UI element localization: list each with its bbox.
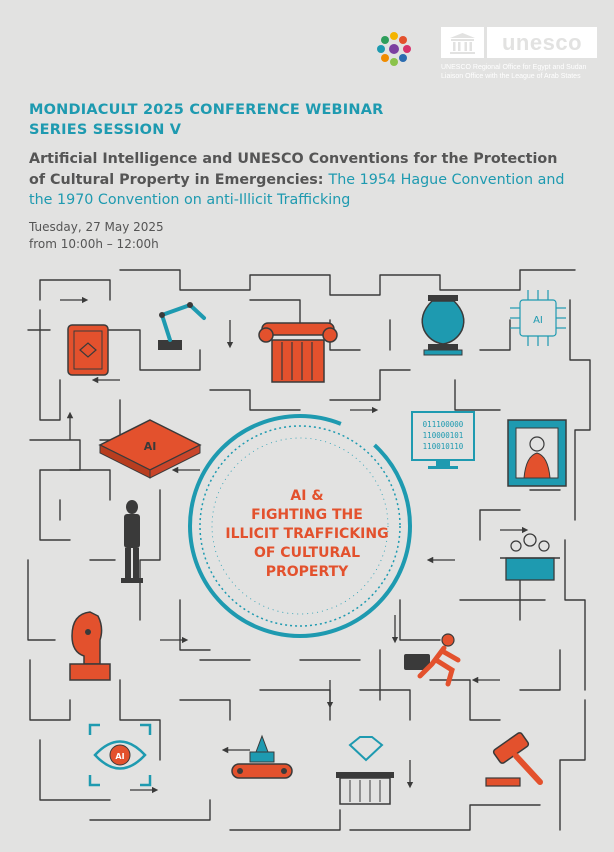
- maze-illustration: AI AI 011100000 110000101 110010110: [27, 269, 591, 831]
- running-thief-icon: [404, 633, 461, 687]
- series-line-1: MONDIACULT 2025 CONFERENCE WEBINAR: [29, 102, 384, 118]
- robot-arm-icon: [158, 302, 206, 350]
- conveyor-artifact-icon: [231, 734, 293, 779]
- event-datetime: Tuesday, 27 May 2025 from 10:00h – 12:00…: [29, 219, 164, 253]
- series-line-2: SERIES SESSION V: [29, 122, 182, 138]
- ancient-vase-icon: [421, 295, 465, 356]
- central-circle: [188, 414, 412, 638]
- series-heading: MONDIACULT 2025 CONFERENCE WEBINAR SERIE…: [29, 100, 429, 140]
- theme-line-3: ILLICIT TRAFFICKING: [225, 526, 389, 542]
- binary-line-2: 110000101: [423, 431, 464, 440]
- title-part-2: The 1954 Hague Convention and the 1970 C…: [29, 171, 565, 209]
- humanoid-robot-icon: [69, 611, 111, 681]
- ai-chip-label: AI: [144, 440, 157, 453]
- framed-portrait-icon: [507, 419, 567, 487]
- ai-eye-icon: [88, 723, 152, 787]
- binary-monitor-icon: [411, 411, 475, 469]
- theme-line-4: OF CULTURAL: [253, 545, 361, 561]
- manuscript-book-icon: [67, 324, 109, 376]
- ai-circuit-icon: [510, 290, 566, 346]
- ionic-column-icon: [258, 322, 338, 383]
- gavel-icon: [485, 732, 543, 787]
- unesco-wordmark: unesco: [487, 27, 597, 58]
- title-part-1: Artificial Intelligence and UNESCO Conve…: [29, 151, 558, 188]
- ancient-statue-icon: [121, 500, 143, 583]
- theme-line-2: FIGHTING THE: [251, 507, 363, 523]
- panel-discussion-icon: [500, 533, 560, 581]
- event-time: from 10:00h – 12:00h: [29, 237, 159, 251]
- central-theme-text: AI & FIGHTING THE ILLICIT TRAFFICKING OF…: [222, 487, 392, 582]
- unesco-office-line-1: UNESCO Regional Office for Egypt and Sud…: [441, 64, 587, 71]
- event-date: Tuesday, 27 May 2025: [29, 220, 164, 234]
- binary-line-3: 110010110: [423, 442, 464, 451]
- unesco-office-subtitle: UNESCO Regional Office for Egypt and Sud…: [441, 63, 606, 81]
- ai-eye-label: AI: [115, 752, 124, 761]
- webinar-title: Artificial Intelligence and UNESCO Conve…: [29, 149, 569, 211]
- ai-chip-icon: [98, 419, 202, 479]
- theme-line-5: PROPERTY: [265, 564, 349, 580]
- binary-line-1: 011100000: [423, 420, 464, 429]
- ai-circuit-label: AI: [533, 315, 543, 326]
- theme-line-1: AI &: [290, 488, 324, 504]
- unesco-office-line-2: Liaison Office with the League of Arab S…: [441, 73, 581, 80]
- diamond-pedestal-icon: [336, 736, 394, 805]
- mondiacult-logo-icon: [377, 32, 411, 66]
- unesco-temple-icon: [441, 27, 484, 58]
